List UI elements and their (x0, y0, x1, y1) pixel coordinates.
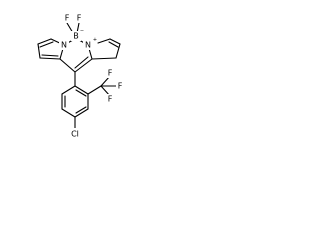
cf3-fluorine-top: F (106, 69, 115, 78)
fluorine-label-left: F (65, 14, 70, 23)
nitrogen-atom-left: N (59, 40, 69, 50)
cf3-fluorine-label-top: F (108, 69, 113, 78)
nitrogen-atom-right: N + (83, 37, 97, 50)
nitrogen-label-right: N (85, 41, 91, 50)
fluorine-label-right: F (77, 14, 82, 23)
chlorine-atom: Cl (68, 128, 82, 139)
boron-label: B (73, 32, 79, 41)
cf3-fluorine-bottom: F (106, 94, 115, 104)
cf3-fluorine-label-bottom: F (108, 95, 113, 104)
fluorine-atom-left: F (62, 13, 72, 23)
chlorine-label: Cl (71, 130, 79, 139)
bodipy-structure-diagram: F F B − N N + Cl F F (37, 13, 125, 139)
atom-labels: F F B − N N + Cl F F (59, 13, 125, 139)
boron-atom: B − (71, 28, 84, 41)
cf3-fluorine-label-right: F (118, 82, 123, 91)
nitrogen-charge: + (93, 37, 97, 43)
boron-charge: − (80, 28, 84, 34)
fluorine-atom-right: F (74, 13, 84, 23)
cf3-fluorine-right: F (116, 81, 125, 91)
nitrogen-label-left: N (61, 41, 67, 50)
